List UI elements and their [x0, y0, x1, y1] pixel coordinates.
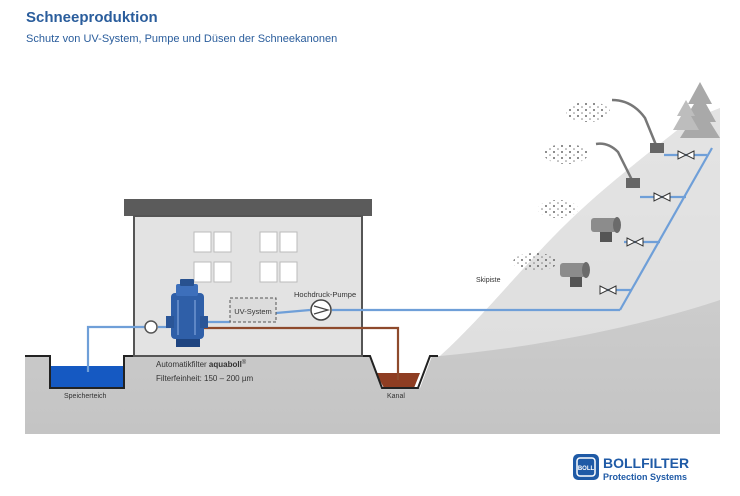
pump-house-roof [124, 199, 372, 216]
flow-meter-icon [144, 320, 158, 334]
filter-label: Automatikfilter aquaboll® [156, 359, 247, 369]
canal-label: Kanal [387, 393, 405, 400]
canal-sludge [376, 373, 420, 388]
brand-tagline: Protection Systems [603, 472, 687, 482]
window-right [259, 231, 298, 283]
pump-icon [310, 299, 332, 321]
pump-label: Hochdruck-Pumpe [294, 290, 356, 299]
reservoir-water [50, 366, 124, 388]
mountain-highlight [440, 108, 720, 356]
valve-icon [599, 150, 695, 295]
uv-system-label: UV-System [234, 307, 272, 316]
mountain-slope [25, 108, 720, 434]
drain-pipe [202, 326, 400, 380]
canal-basin [362, 355, 438, 389]
bollfilter-logo: BOLL BOLLFILTER Protection Systems [573, 454, 689, 482]
page-subtitle: Schutz von UV-System, Pumpe und Düsen de… [26, 33, 338, 45]
snow-cannon-icon [560, 217, 621, 287]
reservoir-label: Speicherteich [64, 393, 107, 400]
filter-icon [166, 279, 208, 347]
uv-system-box [229, 297, 277, 323]
fir-tree-icon [673, 82, 720, 138]
filter-fineness-label: Filterfeinheit: 150 – 200 µm [156, 374, 253, 383]
ski-slope-label: Skipiste [476, 277, 501, 284]
svg-text:BOLL: BOLL [578, 466, 595, 472]
page-title: Schneeproduktion [26, 9, 158, 26]
pump-house-wall [133, 215, 363, 357]
reservoir-basin [38, 355, 136, 389]
snow-spray [513, 102, 610, 271]
brand-name: BOLLFILTER [603, 455, 689, 471]
snow-lance-icon [595, 98, 658, 181]
window-left [193, 231, 232, 283]
